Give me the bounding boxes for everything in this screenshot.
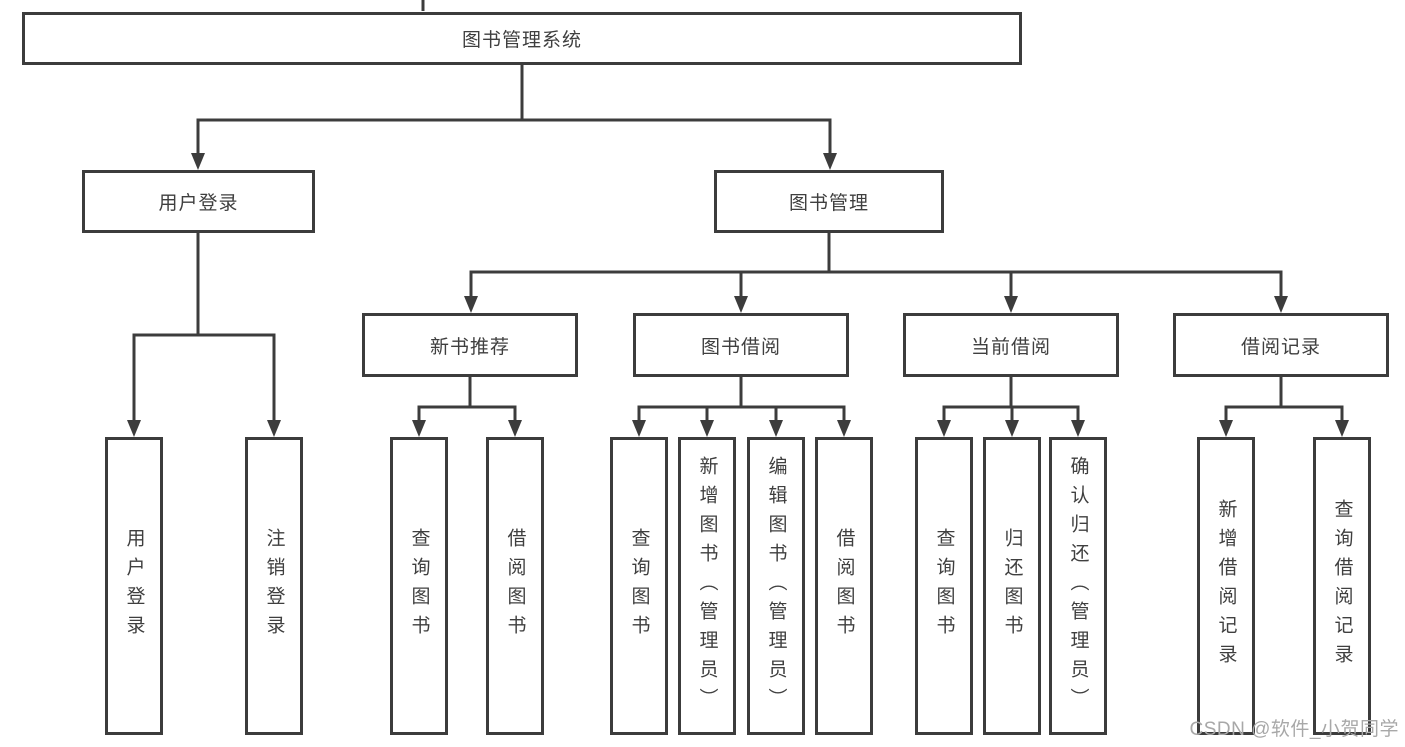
leaf-borrow-books-recommend-label: 借阅图书 <box>504 528 526 644</box>
node-book-borrowing: 图书借阅 <box>633 313 849 377</box>
leaf-logout: 注销登录 <box>245 437 303 735</box>
leaf-add-books-admin-label: 新增图书（管理员） <box>696 455 718 717</box>
node-new-book-recommend-label: 新书推荐 <box>429 336 510 358</box>
arrowheads <box>127 153 1349 437</box>
node-root-label: 图书管理系统 <box>461 30 582 51</box>
leaf-query-borrow-record: 查询借阅记录 <box>1313 437 1371 735</box>
node-borrowing-records: 借阅记录 <box>1173 313 1389 377</box>
node-user-login: 用户登录 <box>82 170 315 233</box>
leaf-confirm-return-admin: 确认归还（管理员） <box>1049 437 1107 735</box>
node-root: 图书管理系统 <box>22 12 1022 65</box>
leaf-edit-books-admin-label: 编辑图书（管理员） <box>765 455 787 717</box>
leaf-borrow-books-borrowing-label: 借阅图书 <box>833 528 855 644</box>
node-book-management-label: 图书管理 <box>788 193 869 214</box>
leaf-borrow-books-recommend: 借阅图书 <box>486 437 544 735</box>
leaf-add-books-admin: 新增图书（管理员） <box>678 437 736 735</box>
node-book-management: 图书管理 <box>714 170 944 233</box>
leaf-query-books-borrowing: 查询图书 <box>610 437 668 735</box>
node-book-borrowing-label: 图书借阅 <box>700 336 781 358</box>
leaf-query-books-borrowing-label: 查询图书 <box>628 528 650 644</box>
leaf-edit-books-admin: 编辑图书（管理员） <box>747 437 805 735</box>
leaf-add-borrow-record: 新增借阅记录 <box>1197 437 1255 735</box>
leaf-return-books: 归还图书 <box>983 437 1041 735</box>
leaf-query-books-current: 查询图书 <box>915 437 973 735</box>
leaf-confirm-return-admin-label: 确认归还（管理员） <box>1067 455 1089 717</box>
leaf-query-books-current-label: 查询图书 <box>933 528 955 644</box>
leaf-query-borrow-record-label: 查询借阅记录 <box>1331 499 1353 673</box>
node-new-book-recommend: 新书推荐 <box>362 313 578 377</box>
leaf-user-login: 用户登录 <box>105 437 163 735</box>
leaf-add-borrow-record-label: 新增借阅记录 <box>1215 499 1237 673</box>
leaf-user-login-label: 用户登录 <box>123 528 145 644</box>
node-current-borrowing-label: 当前借阅 <box>970 336 1051 358</box>
node-current-borrowing: 当前借阅 <box>903 313 1119 377</box>
leaf-return-books-label: 归还图书 <box>1001 528 1023 644</box>
node-user-login-label: 用户登录 <box>158 193 239 214</box>
csdn-watermark: CSDN @软件_小贺同学 <box>1189 719 1399 740</box>
leaf-borrow-books-borrowing: 借阅图书 <box>815 437 873 735</box>
leaf-query-books-recommend: 查询图书 <box>390 437 448 735</box>
leaf-logout-label: 注销登录 <box>263 528 285 644</box>
node-borrowing-records-label: 借阅记录 <box>1240 336 1321 358</box>
leaf-query-books-recommend-label: 查询图书 <box>408 528 430 644</box>
